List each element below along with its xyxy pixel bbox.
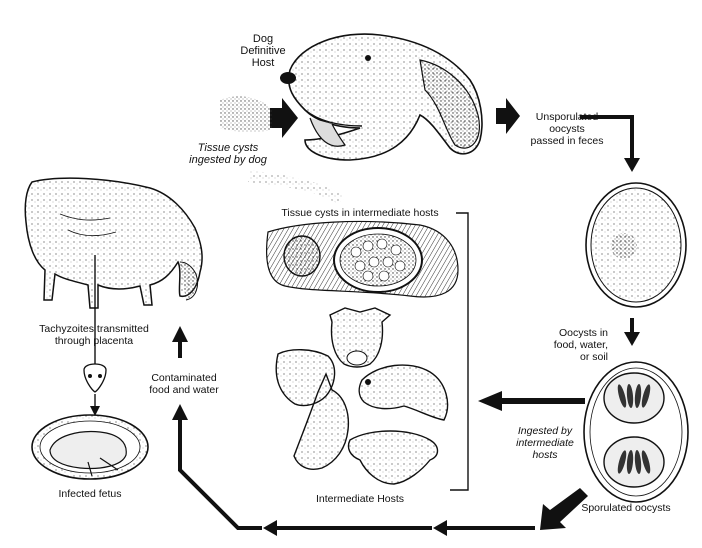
arrowhead-food-icon xyxy=(172,404,188,420)
cow-head-icon xyxy=(330,308,390,367)
ingestion-shade-icon xyxy=(220,96,272,132)
arrow-up-to-food xyxy=(180,418,262,528)
label-infected-fetus: Infected fetus xyxy=(40,488,140,500)
dog-head-small-icon xyxy=(359,365,447,420)
label-tachyzoites: Tachyzoites transmitted through placenta xyxy=(14,323,174,347)
ingestion-trail-icon xyxy=(248,170,345,204)
arrowhead-bottom-2-icon xyxy=(263,520,277,536)
arrowhead-sporulation-icon xyxy=(624,332,640,346)
label-contaminated: Contaminated food and water xyxy=(132,372,236,396)
arrowhead-cow-icon xyxy=(172,326,188,342)
placenta-icon xyxy=(84,364,106,392)
label-intermediate-hosts: Intermediate Hosts xyxy=(300,493,420,505)
label-tissue-intermediate: Tissue cysts in intermediate hosts xyxy=(255,207,465,219)
sheep-head-icon xyxy=(348,431,437,484)
label-tissue-ingested: Tissue cysts ingested by dog xyxy=(168,142,288,166)
cow-icon xyxy=(25,178,202,308)
arrowhead-hosts-icon xyxy=(478,391,502,411)
arrowhead-feces-icon xyxy=(624,158,640,172)
label-ingested-intermediate: Ingested by intermediate hosts xyxy=(505,425,585,461)
dog-head-icon xyxy=(280,34,482,160)
sporulated-oocyst-icon xyxy=(584,362,688,502)
arrow-to-dog-icon xyxy=(270,98,298,138)
fetus-icon xyxy=(32,415,148,479)
unsporulated-oocyst-icon xyxy=(586,183,686,307)
label-unsporulated: Unsporulated oocysts passed in feces xyxy=(512,111,622,147)
label-sporulated: Sporulated oocysts xyxy=(566,502,686,514)
label-oocysts-food: Oocysts in food, water, or soil xyxy=(534,327,608,363)
tissue-cyst-icon xyxy=(267,221,458,297)
label-dog-host: Dog Definitive Host xyxy=(233,33,293,69)
arrowhead-bottom-1-icon xyxy=(433,520,447,536)
